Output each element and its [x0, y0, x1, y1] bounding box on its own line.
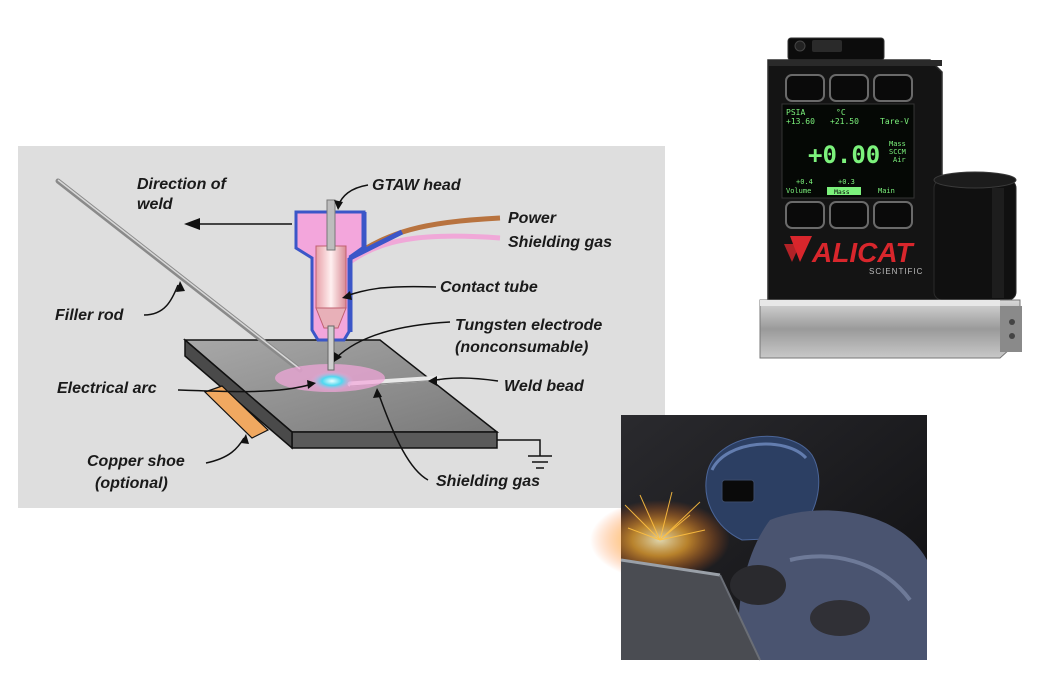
- label-power: Power: [508, 210, 557, 227]
- gtaw-diagram: Direction of weld GTAW head Power Shield…: [18, 146, 665, 508]
- label-gtaw-head: GTAW head: [372, 177, 462, 194]
- welder-glove: [730, 565, 786, 605]
- lcd-main-value: +0.00: [808, 141, 880, 169]
- meter-button-bottom-right[interactable]: [873, 201, 913, 229]
- lcd-value-psia: +13.60: [786, 117, 815, 126]
- label-copper-line2: (optional): [95, 475, 168, 492]
- welder-photo: [590, 415, 927, 661]
- meter-button-bottom-left[interactable]: [785, 201, 825, 229]
- leader-arrowheads: [176, 200, 437, 444]
- alicat-logo: ALICAT SCIENTIFIC: [784, 236, 923, 276]
- lcd-gas-air: Air: [893, 156, 906, 164]
- electrical-arc: [310, 371, 354, 391]
- lcd-value-volume: +0.4: [796, 178, 813, 186]
- label-contact-tube: Contact tube: [440, 279, 538, 296]
- lcd-value-celsius: +21.50: [830, 117, 859, 126]
- meter-base: [759, 299, 1022, 359]
- contact-tube: [315, 245, 347, 309]
- flow-meter-photo: PSIA +13.60 °C +21.50 Tare-V +0.00 Mass …: [759, 37, 1022, 359]
- filler-rod: [55, 178, 303, 373]
- label-tungsten-line2: (nonconsumable): [455, 339, 588, 356]
- lcd-unit-psia: PSIA: [786, 108, 805, 117]
- meter-button-top-right[interactable]: [873, 74, 913, 102]
- brand-sub: SCIENTIFIC: [869, 267, 923, 276]
- lcd-sccm-unit: SCCM: [889, 148, 906, 156]
- label-direction-line2: weld: [137, 196, 174, 213]
- ground-symbol: [497, 439, 552, 469]
- meter-lcd: [781, 103, 915, 199]
- lcd-unit-celsius: °C: [836, 108, 846, 117]
- meter-button-bottom-center[interactable]: [829, 201, 869, 229]
- meter-button-top-center[interactable]: [829, 74, 869, 102]
- copper-shoe: [203, 385, 270, 439]
- label-filler-rod: Filler rod: [55, 307, 125, 324]
- meter-side-cylinder: [933, 171, 1017, 301]
- label-shielding-gas-top: Shielding gas: [508, 234, 612, 251]
- label-copper-line1: Copper shoe: [87, 453, 185, 470]
- lcd-mass-unit: Mass: [889, 140, 906, 148]
- lcd-value-mass: +0.3: [838, 178, 855, 186]
- welder-jacket: [738, 510, 927, 660]
- label-electrical-arc: Electrical arc: [57, 380, 157, 397]
- lcd-label-main: Main: [878, 187, 895, 195]
- gtaw-head: [294, 199, 404, 371]
- tungsten-electrode: [327, 325, 335, 371]
- direction-arrow: [184, 218, 292, 230]
- lcd-label-mass: Mass: [834, 188, 850, 196]
- brand-name: ALICAT: [811, 237, 915, 268]
- label-tungsten-line1: Tungsten electrode: [455, 317, 602, 334]
- lcd-label-volume: Volume: [786, 187, 811, 195]
- label-weld-bead: Weld bead: [504, 378, 585, 395]
- label-direction-line1: Direction of: [137, 176, 228, 193]
- lcd-mass-highlight: [827, 187, 861, 195]
- lcd-tare: Tare-V: [880, 117, 909, 126]
- photo-workpiece: [621, 560, 760, 660]
- meter-button-top-left[interactable]: [785, 74, 825, 102]
- label-shielding-gas-bottom: Shielding gas: [436, 473, 540, 490]
